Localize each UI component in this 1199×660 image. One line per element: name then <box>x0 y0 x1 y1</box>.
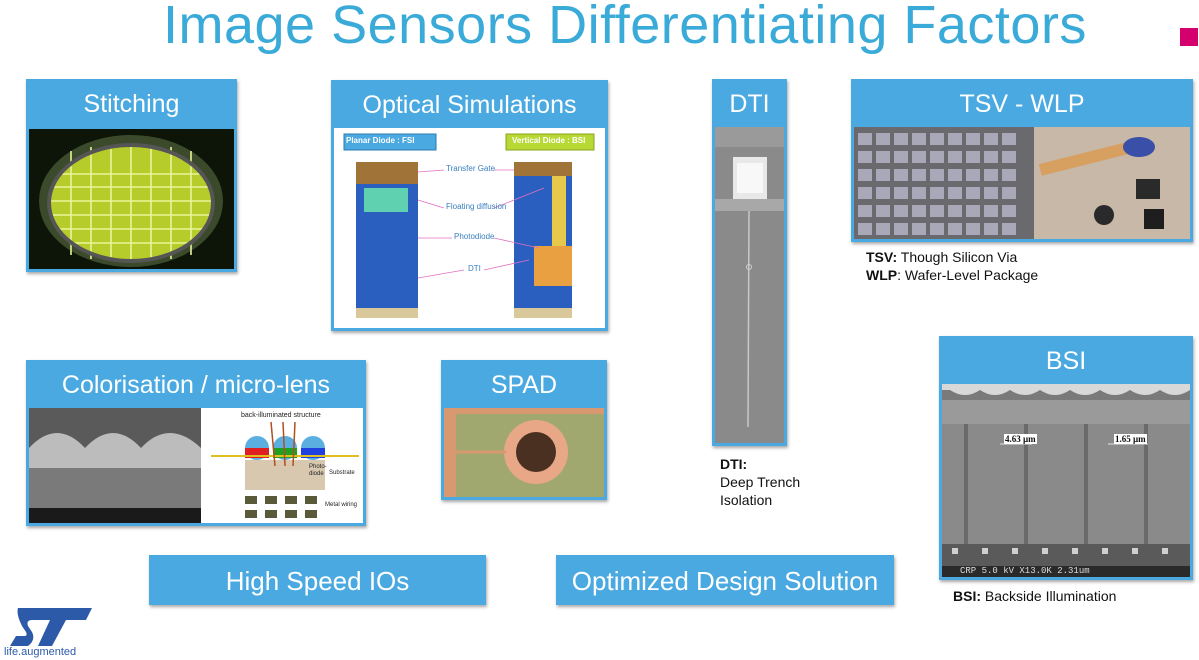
panel-title-spad: SPAD <box>490 371 558 399</box>
panel-title-tsv: TSV - WLP <box>959 90 1085 118</box>
panel-tsv-wlp: TSV - WLP <box>851 79 1193 242</box>
back-illuminated-label: back-illuminated structure <box>241 412 321 419</box>
diode-label: diode <box>309 471 324 477</box>
panel-spad: SPAD <box>441 360 607 500</box>
panel-stitching: Stitching <box>26 79 237 272</box>
label-transfer-gate: Transfer Gate <box>446 164 496 173</box>
dti-line1: Deep Trench <box>720 474 801 490</box>
bsi-measure-right: 1.65 µm <box>1114 434 1147 444</box>
wlp-abbr: WLP <box>866 267 898 283</box>
bsi-measure-left: 4.63 µm <box>1004 434 1037 444</box>
panel-optical-simulations: Optical Simulations Planar Diode : FSI V… <box>331 80 608 331</box>
dti-line2: Isolation <box>720 492 773 508</box>
bsi-text: Backside Illumination <box>981 588 1117 604</box>
panel-title-stitching: Stitching <box>83 90 180 118</box>
panel-title-bsi: BSI <box>1045 347 1087 375</box>
panel-bsi: BSI 4.63 µm 1.65 µm CRP 5.0 kV X13.0K 2.… <box>939 336 1193 580</box>
panel-dti: DTI <box>712 79 787 446</box>
tsv-abbr: TSV: <box>866 249 898 265</box>
panel-title-colorisation: Colorisation / micro-lens <box>61 371 331 399</box>
panel-colorisation: Colorisation / micro-lens back-illuminat… <box>26 360 366 526</box>
badge-vertical-bsi: Vertical Diode : BSI <box>512 136 586 145</box>
photodiode-label: Photo-diode <box>309 464 327 478</box>
page-title: Image Sensors Differentiating Factors <box>163 0 1087 55</box>
microlens-image: back-illuminated structure Photo-diode S… <box>29 408 363 523</box>
band-high-speed-ios: High Speed IOs <box>149 555 486 605</box>
substrate-label: Substrate <box>329 470 355 476</box>
spad-image <box>444 408 604 497</box>
wlp-text: : Wafer-Level Package <box>897 267 1039 283</box>
tsv-wlp-caption: TSV: Though Silicon Via WLP: Wafer-Level… <box>866 248 1038 284</box>
label-floating-diffusion: Floating diffusion <box>446 202 507 211</box>
panel-title-dti: DTI <box>729 90 770 118</box>
bsi-sem-footer: CRP 5.0 kV X13.0K 2.31um <box>960 566 1090 576</box>
photo-label: Photo- <box>309 464 327 470</box>
wafer-image <box>29 129 234 269</box>
label-dti: DTI <box>468 264 481 273</box>
band-optimized-design: Optimized Design Solution <box>556 555 894 605</box>
tsv-text: Though Silicon Via <box>897 249 1018 265</box>
title-accent-square <box>1180 28 1198 46</box>
dti-caption: DTI: Deep Trench Isolation <box>720 455 800 509</box>
metal-wiring-label: Metal wiring <box>325 502 358 508</box>
tsv-wlp-image <box>854 127 1190 239</box>
badge-planar-fsi: Planar Diode : FSI <box>346 136 415 145</box>
st-logo-icon <box>10 608 92 646</box>
panel-title-optical: Optical Simulations <box>362 91 577 119</box>
dti-sem-image <box>715 127 784 443</box>
logo-tagline: life.augmented <box>4 646 77 658</box>
bsi-abbr: BSI: <box>953 588 981 604</box>
bsi-sem-image: 4.63 µm 1.65 µm CRP 5.0 kV X13.0K 2.31um <box>942 384 1190 577</box>
label-photodiode: Photodiode <box>454 232 495 241</box>
optical-simulation-image: Planar Diode : FSI Vertical Diode : BSI … <box>334 128 605 328</box>
bsi-caption: BSI: Backside Illumination <box>953 587 1116 605</box>
dti-abbr: DTI: <box>720 456 748 472</box>
